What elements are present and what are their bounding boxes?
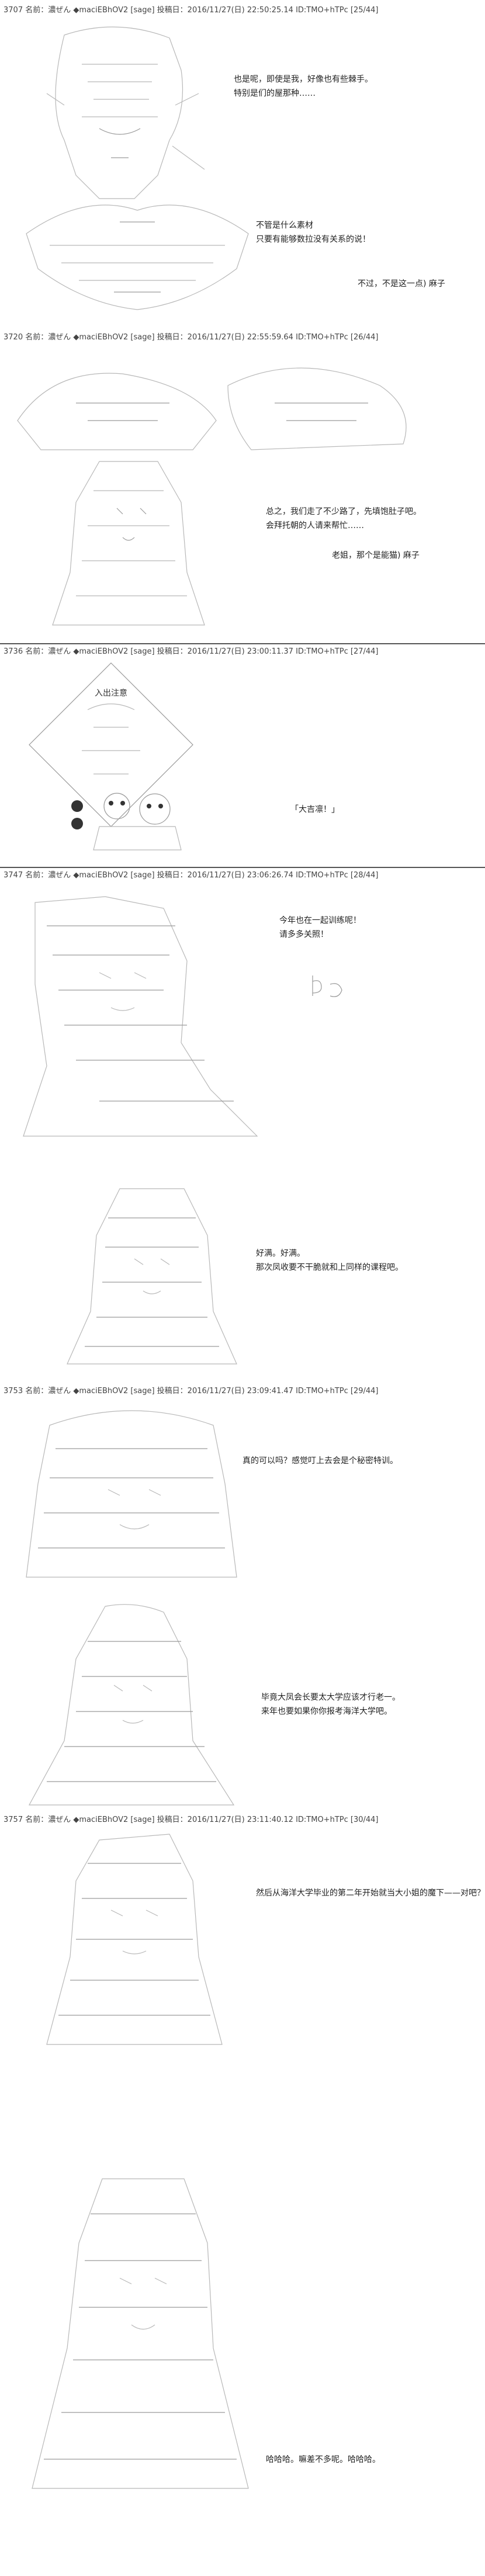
dialog-block: 好满。好满。 那次凤收要不干脆就和上同样的课程吧。 (256, 1247, 403, 1275)
dialog-line: 请多多关照！ (279, 929, 328, 939)
dialog-block: 总之，我们走了不少路了，先填饱肚子吧。 会拜托朝的人请来帮忙…… (266, 505, 421, 533)
post-header: 3707 名前：濃ぜん ◆maciEBhOV2 [sage] 投稿日：2016/… (4, 6, 379, 15)
ascii-art-figure (15, 187, 260, 321)
dialog-block: 哈哈哈。嘛差不多呢。哈哈哈。 (266, 2453, 380, 2467)
small-doodle (307, 970, 354, 1005)
dialog-block: 不管是什么素材 只要有能够数拉没有关系的说！ (256, 219, 370, 247)
dialog-line: 来年也要如果你你报考海洋大学吧。 (261, 1706, 392, 1716)
dialog-line: 然后从海洋大学毕业的第二年开始就当大小姐的魔下——对吧？ (256, 1888, 485, 1898)
post-header: 3753 名前：濃ぜん ◆maciEBhOV2 [sage] 投稿日：2016/… (4, 1387, 379, 1395)
dialog-block: 「大吉凛！」 (290, 803, 340, 817)
dialog-line: 好满。好满。 (256, 1249, 305, 1258)
post-divider (0, 867, 485, 868)
ascii-art-figure (15, 1402, 248, 1589)
dialog-line: 真的可以吗？感觉叮上去会是个秘密特训。 (243, 1456, 398, 1466)
warning-sign-art: 入出注意 (23, 657, 234, 856)
ascii-art-figure (12, 891, 269, 1142)
dialog-line: 特别是们的屋那种…… (234, 88, 316, 98)
ascii-art-figure (29, 1828, 245, 2050)
ascii-art-figure (29, 456, 228, 631)
dialog-block: 老姐，那个是能猫) 麻子 (332, 549, 420, 563)
dialog-line: 那次凤收要不干脆就和上同样的课程吧。 (256, 1262, 403, 1272)
sign-label: 入出注意 (95, 688, 127, 698)
dialog-line: 「大吉凛！」 (290, 805, 340, 814)
dialog-line: 总之，我们走了不少路了，先填饱肚子吧。 (266, 507, 421, 516)
post-header: 3720 名前：濃ぜん ◆maciEBhOV2 [sage] 投稿日：2016/… (4, 333, 379, 342)
post-header: 3736 名前：濃ぜん ◆maciEBhOV2 [sage] 投稿日：2016/… (4, 647, 379, 656)
dialog-line: 哈哈哈。嘛差不多呢。哈哈哈。 (266, 2455, 380, 2464)
ascii-art-figure (20, 2173, 260, 2500)
ascii-art-figure (23, 23, 216, 204)
dialog-block: 真的可以吗？感觉叮上去会是个秘密特训。 (243, 1454, 398, 1468)
ascii-art-figure (56, 1183, 248, 1370)
post-divider (0, 643, 485, 644)
dialog-line: 不过，不是这一点) 麻子 (358, 279, 445, 289)
dialog-line: 老姐，那个是能猫) 麻子 (332, 551, 420, 560)
dialog-line: 今年也在一起训练呢！ (279, 916, 361, 925)
dialog-line: 会拜托朝的人请来帮忙…… (266, 520, 364, 530)
dialog-line: 不管是什么素材 (256, 221, 313, 230)
post-header: 3747 名前：濃ぜん ◆maciEBhOV2 [sage] 投稿日：2016/… (4, 871, 379, 880)
ascii-art-figure (6, 350, 427, 456)
dialog-line: 只要有能够数拉没有关系的说！ (256, 234, 370, 244)
dialog-block: 然后从海洋大学毕业的第二年开始就当大小姐的魔下——对吧？ (256, 1887, 485, 1901)
dialog-line: 毕竟大凤会长要太大学应该才行老一。 (261, 1693, 400, 1702)
dialog-block: 也是呢，即使是我，好像也有些棘手。 特别是们的屋那种…… (234, 73, 373, 101)
post-header: 3757 名前：濃ぜん ◆maciEBhOV2 [sage] 投稿日：2016/… (4, 1815, 379, 1824)
dialog-block: 不过，不是这一点) 麻子 (358, 277, 445, 291)
dialog-block: 毕竟大凤会长要太大学应该才行老一。 来年也要如果你你报考海洋大学吧。 (261, 1691, 400, 1719)
dialog-block: 今年也在一起训练呢！ 请多多关照！ (279, 914, 361, 942)
dialog-line: 也是呢，即使是我，好像也有些棘手。 (234, 75, 373, 84)
ascii-art-figure (18, 1601, 245, 1811)
